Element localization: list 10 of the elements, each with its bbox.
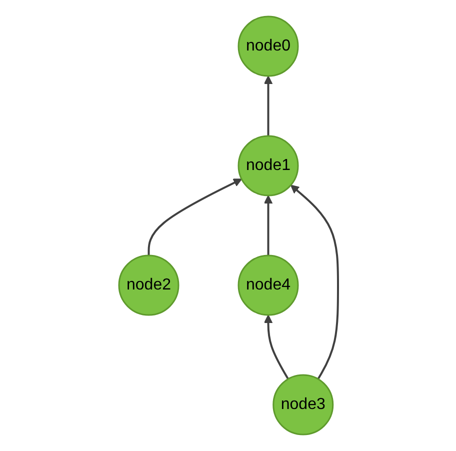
- node-circle: node4: [237, 254, 298, 316]
- arrow: [290, 184, 338, 380]
- arrow: [263, 314, 288, 380]
- node-circle: node2: [118, 254, 179, 316]
- node-circle: node1: [237, 135, 298, 196]
- arrow: [147, 178, 242, 256]
- node-circle: node0: [237, 16, 298, 77]
- node-circle: node3: [272, 374, 334, 436]
- arrow: [263, 76, 272, 136]
- arrow: [263, 195, 272, 256]
